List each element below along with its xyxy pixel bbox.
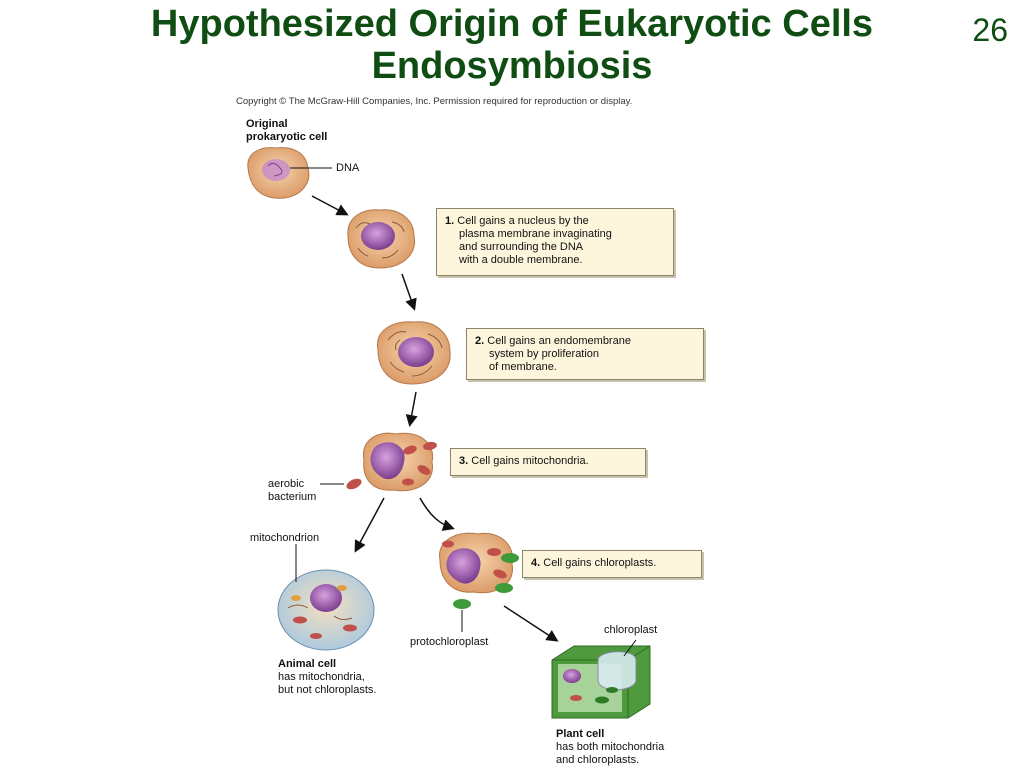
protochloroplast-label: protochloroplast: [410, 636, 489, 648]
step-4-line-1: Cell gains chloroplasts.: [543, 557, 657, 569]
step-4-number: 4.: [531, 557, 541, 569]
dna-label: DNA: [336, 162, 360, 174]
step-4-box: 4. Cell gains chloroplasts.: [522, 550, 702, 578]
animal-cell-caption: Animal cell has mitochondria, but not ch…: [278, 658, 376, 697]
original-cell-label-line2: prokaryotic cell: [246, 131, 328, 143]
aerobic-label-line1: aerobic: [268, 478, 305, 490]
protochloroplast-shape: [453, 599, 471, 609]
cell-stage-2: [377, 321, 451, 385]
original-cell-label: Original prokaryotic cell: [246, 118, 327, 144]
aerobic-label-line2: bacterium: [268, 491, 317, 503]
step-1-line-2: plasma membrane invaginating: [459, 228, 612, 240]
step-1-line-4: with a double membrane.: [459, 254, 583, 266]
cell-stage-3: [362, 432, 437, 492]
step-2-box: 2. Cell gains an endomembrane system by …: [466, 328, 704, 380]
cell-stage-4: [439, 532, 519, 594]
step-1-line-3: and surrounding the DNA: [459, 241, 584, 253]
plant-cell-line2: and chloroplasts.: [556, 754, 640, 766]
animal-cell-line2: but not chloroplasts.: [278, 684, 377, 696]
step-1-number: 1.: [445, 215, 455, 227]
animal-cell-line1: has mitochondria,: [278, 671, 365, 683]
aerobic-bacterium-label: aerobic bacterium: [268, 478, 316, 504]
step-2-line-3: of membrane.: [489, 361, 557, 373]
slide-title: Hypothesized Origin of Eukaryotic Cells: [150, 3, 874, 45]
animal-cell-title: Animal cell: [278, 658, 337, 670]
step-3-number: 3.: [459, 455, 469, 467]
original-cell-label-line1: Original: [246, 118, 288, 130]
plant-cell-line1: has both mitochondria: [556, 741, 665, 753]
copyright-notice: Copyright © The McGraw-Hill Companies, I…: [236, 96, 633, 107]
step-1-box: 1. Cell gains a nucleus by the plasma me…: [436, 208, 674, 276]
cell-stage-1: [347, 209, 416, 269]
original-prokaryotic-cell: [247, 147, 310, 199]
plant-cell-title: Plant cell: [556, 728, 605, 740]
slide-subtitle: Endosymbiosis: [371, 45, 653, 87]
step-2-line-1: Cell gains an endomembrane: [487, 335, 631, 347]
step-2-line-2: system by proliferation: [489, 348, 600, 360]
aerobic-bacterium-shape: [346, 478, 362, 490]
step-3-line-1: Cell gains mitochondria.: [471, 455, 589, 467]
slide-number: 26: [972, 12, 1008, 48]
chloroplast-label: chloroplast: [604, 624, 658, 636]
animal-cell-illustration: [277, 569, 375, 651]
step-1-line-1: Cell gains a nucleus by the: [457, 215, 589, 227]
step-2-number: 2.: [475, 335, 485, 347]
plant-cell-illustration: [551, 645, 651, 719]
step-3-box: 3. Cell gains mitochondria.: [450, 448, 646, 476]
plant-cell-caption: Plant cell has both mitochondria and chl…: [556, 728, 664, 767]
mitochondrion-label: mitochondrion: [250, 532, 320, 544]
